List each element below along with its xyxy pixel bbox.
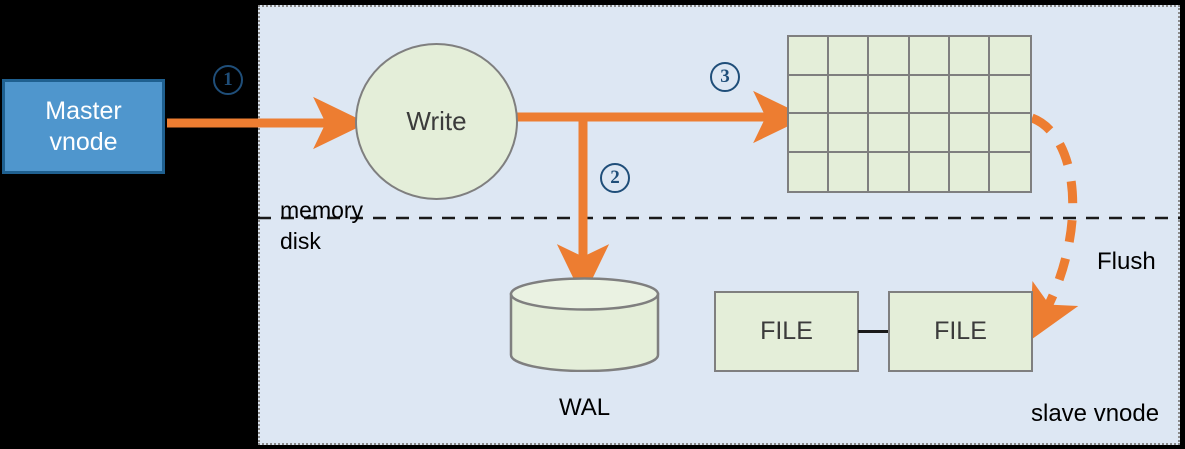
file-box-1-label: FILE: [760, 317, 813, 345]
flush-label: Flush: [1097, 248, 1156, 275]
memtable-cell: [829, 152, 870, 191]
master-vnode-line2: vnode: [49, 127, 118, 156]
memtable-cell: [789, 37, 830, 76]
file-box-2[interactable]: FILE: [888, 291, 1033, 372]
memtable-cell: [949, 75, 990, 114]
memtable-cell: [949, 114, 990, 153]
memtable-cell: [909, 37, 950, 76]
memtable-cell: [989, 152, 1030, 191]
step-marker-3: 3: [710, 62, 740, 92]
step-marker-3-label: 3: [720, 66, 730, 87]
master-vnode-line1: Master: [45, 97, 122, 125]
memtable-cell: [869, 114, 910, 153]
memtable-cell: [989, 37, 1030, 76]
memtable-cell: [909, 114, 950, 153]
memtable-cell: [789, 152, 830, 191]
write-node[interactable]: Write: [355, 43, 518, 200]
master-vnode-box[interactable]: Master vnode: [2, 79, 165, 174]
memtable-cell: [869, 152, 910, 191]
step-marker-1: 1: [213, 65, 243, 95]
memtable-cell: [949, 37, 990, 76]
disk-label: disk: [280, 228, 321, 254]
wal-cylinder-shape: [509, 277, 660, 373]
step-marker-2: 2: [600, 163, 630, 193]
memtable-cell: [869, 75, 910, 114]
slave-vnode-label: slave vnode: [1031, 400, 1160, 427]
memtable-cell: [989, 75, 1030, 114]
memtable-cell: [829, 75, 870, 114]
wal-label: WAL: [558, 394, 611, 421]
step-marker-2-label: 2: [610, 167, 620, 188]
memtable-cell: [909, 152, 950, 191]
wal-cylinder[interactable]: [509, 277, 660, 373]
memtable-cell: [789, 114, 830, 153]
memory-label: memory: [280, 197, 364, 223]
file-box-2-label: FILE: [934, 317, 987, 345]
memtable-cell: [989, 114, 1030, 153]
memtable-cell: [829, 37, 870, 76]
memtable-cell: [869, 37, 910, 76]
memtable-grid: [787, 35, 1032, 193]
file-link-connector: [858, 330, 889, 333]
memtable-cell: [829, 114, 870, 153]
step-marker-1-label: 1: [223, 69, 233, 90]
file-box-1[interactable]: FILE: [714, 291, 859, 372]
memtable-cell: [789, 75, 830, 114]
memtable-cell: [949, 152, 990, 191]
write-node-label: Write: [406, 106, 467, 136]
memtable-cell: [909, 75, 950, 114]
